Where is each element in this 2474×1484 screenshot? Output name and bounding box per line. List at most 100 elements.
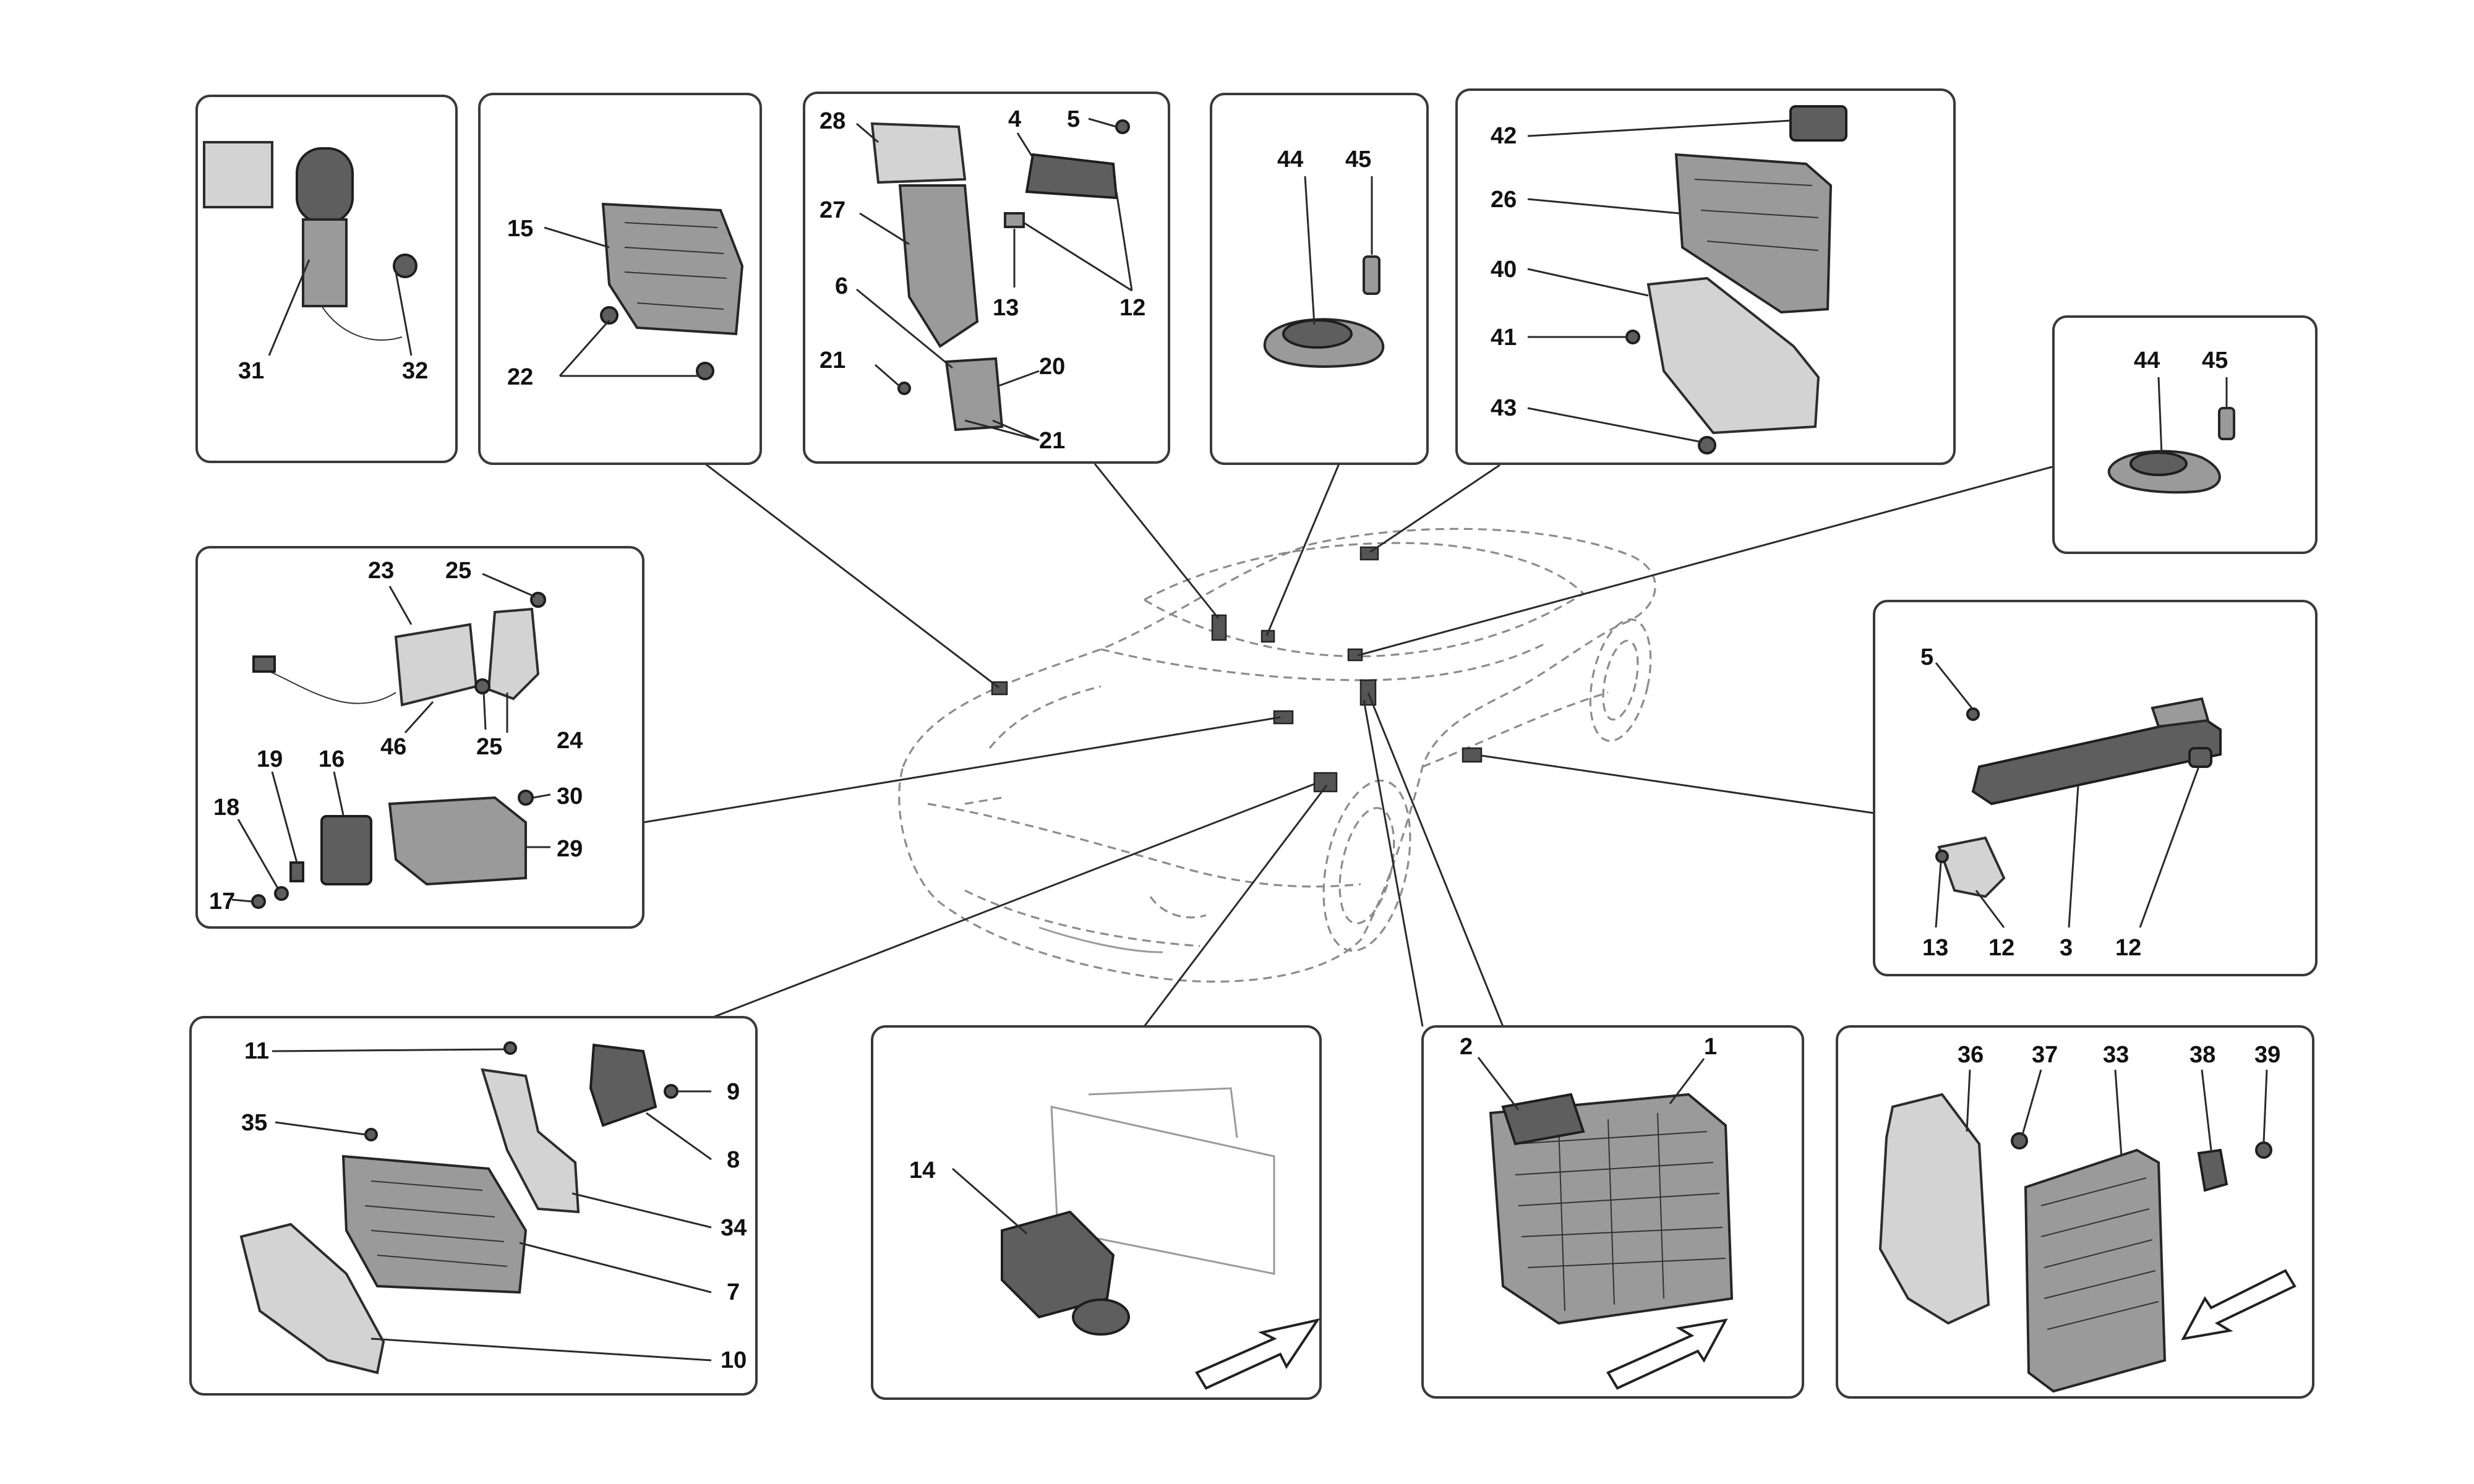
callout-36: 36 xyxy=(1958,1042,1984,1068)
bracket-24 xyxy=(487,607,540,701)
direction-arrow-rear xyxy=(2181,1269,2296,1341)
panel-relay-bar: 5 13 12 3 12 xyxy=(1873,600,2318,976)
callout-17: 17 xyxy=(209,889,235,915)
ignition-switch-barrel xyxy=(302,218,348,307)
plate-38 xyxy=(2197,1148,2228,1192)
bracket-28 xyxy=(870,122,967,184)
panel-fuse-box: 2 1 xyxy=(1421,1025,1804,1399)
callout-43: 43 xyxy=(1491,395,1517,421)
switch-mount-bracket xyxy=(203,141,273,208)
panel-sensor-group: 23 25 25 24 46 19 16 18 30 29 17 xyxy=(195,546,644,929)
relay-16 xyxy=(320,815,372,885)
callout-1: 1 xyxy=(1704,1034,1717,1060)
bolt-45-rear xyxy=(2218,407,2235,440)
direction-arrow-mid xyxy=(1606,1318,1728,1390)
control-unit-26 xyxy=(1674,153,1833,314)
bracket-6 xyxy=(944,357,1004,432)
control-unit-29 xyxy=(388,796,527,886)
panel-control-unit-26: 42 26 40 41 43 xyxy=(1455,88,1956,465)
callout-2: 2 xyxy=(1460,1034,1473,1060)
panel-engine-ecu: 36 37 33 38 39 xyxy=(1836,1025,2314,1399)
callout-12: 12 xyxy=(1119,295,1145,321)
panel-sensor-44-rear: 44 45 xyxy=(2052,315,2318,554)
callout-33: 33 xyxy=(2103,1042,2129,1068)
callout-18: 18 xyxy=(213,795,239,821)
bracket-40 xyxy=(1646,276,1820,435)
relay-block xyxy=(2151,697,2210,728)
callout-38: 38 xyxy=(2189,1042,2215,1068)
callout-19: 19 xyxy=(257,746,283,772)
screw-32 xyxy=(393,254,417,278)
callout-42: 42 xyxy=(1491,123,1517,149)
callout-40: 40 xyxy=(1491,257,1517,283)
screw-22b xyxy=(696,362,714,380)
callout-5b: 5 xyxy=(1920,644,1933,670)
clip-19 xyxy=(289,861,304,882)
callout-25b: 25 xyxy=(476,734,502,760)
bracket-12a xyxy=(1937,836,2006,898)
screw-30 xyxy=(518,790,534,806)
callout-9: 9 xyxy=(727,1079,740,1105)
callout-14: 14 xyxy=(909,1158,935,1183)
callout-30: 30 xyxy=(557,783,583,809)
car-location-markers xyxy=(991,546,1483,793)
bolt-45 xyxy=(1363,255,1380,295)
bracket-36 xyxy=(1878,1093,1990,1325)
callout-46: 46 xyxy=(380,734,406,760)
car-outline xyxy=(898,527,1656,983)
bracket-34 xyxy=(481,1068,580,1214)
screw-5b xyxy=(1966,707,1980,721)
module-42 xyxy=(1789,105,1847,142)
callout-26: 26 xyxy=(1491,187,1517,213)
callout-16: 16 xyxy=(319,746,345,772)
screw-35 xyxy=(364,1128,378,1141)
callout-45: 45 xyxy=(1345,147,1371,173)
panel-module-14: 14 xyxy=(871,1025,1322,1400)
relay-holder-4 xyxy=(1025,153,1118,200)
callout-41: 41 xyxy=(1491,325,1517,351)
control-unit-15 xyxy=(601,202,744,336)
callout-15: 15 xyxy=(507,216,533,242)
callout-11: 11 xyxy=(244,1038,269,1064)
marker-panel-3 xyxy=(1211,614,1227,641)
callout-32: 32 xyxy=(402,358,428,384)
callout-3: 3 xyxy=(2060,935,2073,961)
callout-45-rear: 45 xyxy=(2202,348,2228,373)
bracket-27 xyxy=(898,184,979,348)
screw-37 xyxy=(2011,1132,2028,1149)
direction-arrow-front xyxy=(1195,1318,1320,1390)
callout-27: 27 xyxy=(820,197,845,223)
callout-4: 4 xyxy=(1008,106,1021,132)
screw-22a xyxy=(600,306,618,325)
screw-17 xyxy=(251,894,266,909)
callout-13: 13 xyxy=(993,295,1019,321)
callout-25a: 25 xyxy=(445,558,471,584)
ignition-switch-body xyxy=(296,147,354,224)
panel-sensor-44: 44 45 xyxy=(1210,93,1429,465)
callout-5: 5 xyxy=(1067,106,1080,132)
callout-20: 20 xyxy=(1039,354,1065,380)
callout-23: 23 xyxy=(368,558,394,584)
nut-18 xyxy=(274,886,289,901)
screw-21a xyxy=(897,382,911,395)
callout-6: 6 xyxy=(835,273,848,299)
callout-8: 8 xyxy=(727,1147,740,1173)
marker-panel-9 xyxy=(1313,772,1338,793)
marker-panel-8 xyxy=(1462,747,1483,763)
callout-44: 44 xyxy=(1277,147,1303,173)
screw-41 xyxy=(1625,330,1640,344)
module-14 xyxy=(1001,1210,1115,1319)
module-8 xyxy=(589,1043,657,1127)
connector-23 xyxy=(252,655,276,673)
screw-13b xyxy=(1935,850,1949,863)
screw-25b xyxy=(474,678,490,694)
callout-12c: 12 xyxy=(2115,935,2141,961)
callout-21b: 21 xyxy=(1039,428,1065,454)
callout-34: 34 xyxy=(721,1215,747,1241)
callout-44-rear: 44 xyxy=(2134,348,2160,373)
leader-lines xyxy=(643,463,2053,1027)
bracket-10 xyxy=(239,1222,385,1375)
screw-5 xyxy=(1115,119,1130,134)
panel-ecu-bracket: 11 9 35 8 34 7 10 xyxy=(189,1016,758,1396)
